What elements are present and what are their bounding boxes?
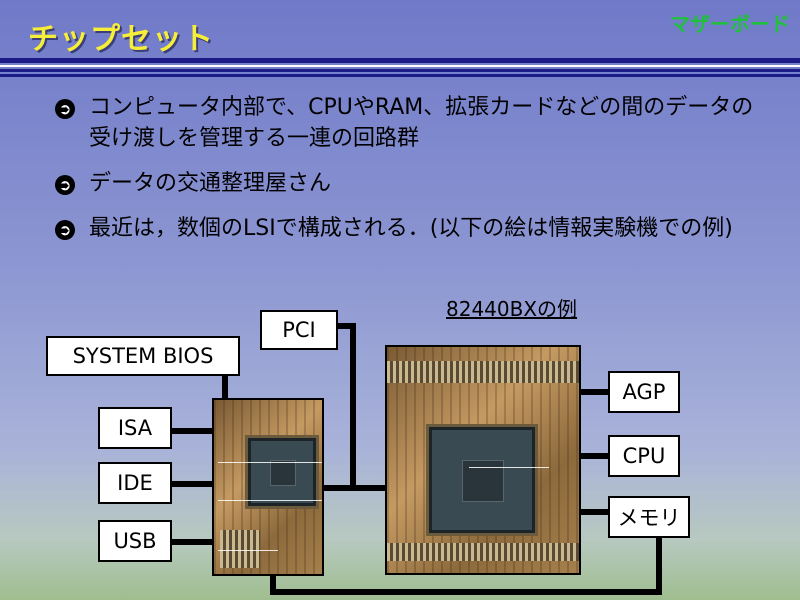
bottom-bus-line — [270, 589, 662, 595]
agp-connector — [580, 389, 612, 395]
pci-connector — [336, 323, 356, 329]
chip-core — [429, 427, 535, 533]
bullet-item: ➲ コンピュータ内部で、CPUやRAM、拡張カードなどの間のデータの受け渡しを管… — [55, 92, 775, 154]
chip-pins — [387, 543, 579, 561]
bridge-connector — [320, 485, 390, 491]
pci-box: PCI — [260, 310, 338, 350]
bullet-text: コンピュータ内部で、CPUやRAM、拡張カードなどの間のデータの受け渡しを管理す… — [89, 95, 754, 151]
memory-bus-drop — [656, 538, 662, 595]
southbridge-chip-image — [212, 398, 324, 576]
bios-connector — [222, 374, 228, 400]
highlight-line — [218, 500, 322, 501]
arrow-bullet-icon: ➲ — [55, 99, 75, 119]
northbridge-chip-image — [385, 345, 581, 575]
cpu-box: CPU — [608, 435, 680, 477]
bullet-item: ➲ データの交通整理屋さん — [55, 168, 775, 199]
pci-bus-line — [350, 323, 356, 491]
ide-box: IDE — [98, 462, 172, 504]
usb-box: USB — [98, 520, 172, 562]
rule-line — [0, 58, 800, 63]
rule-line — [0, 65, 800, 67]
highlight-line — [218, 462, 322, 463]
bullet-text: データの交通整理屋さん — [89, 171, 332, 196]
chip-pins — [387, 361, 579, 383]
cpu-connector — [580, 453, 612, 459]
slide-title: チップセット — [28, 22, 214, 57]
arrow-bullet-icon: ➲ — [55, 175, 75, 195]
example-label: 82440BXの例 — [446, 297, 578, 321]
memory-box: メモリ — [608, 496, 690, 538]
bullet-list: ➲ コンピュータ内部で、CPUやRAM、拡張カードなどの間のデータの受け渡しを管… — [55, 92, 775, 258]
highlight-line — [218, 550, 278, 551]
corner-label: マザーボード — [670, 12, 790, 36]
usb-connector — [170, 539, 215, 545]
agp-box: AGP — [608, 371, 680, 413]
bullet-item: ➲ 最近は，数個のLSIで構成される．(以下の絵は情報実験機での例) — [55, 213, 775, 244]
rule-line — [0, 69, 800, 72]
bullet-text: 最近は，数個のLSIで構成される．(以下の絵は情報実験機での例) — [89, 216, 733, 241]
isa-connector — [170, 428, 215, 434]
chip-pins — [220, 530, 260, 568]
rule-line — [0, 74, 800, 77]
bottom-bus-drop — [270, 575, 276, 593]
memory-connector — [580, 509, 612, 515]
isa-box: ISA — [98, 407, 172, 449]
title-rules — [0, 58, 800, 79]
system-bios-box: SYSTEM BIOS — [46, 336, 240, 376]
arrow-bullet-icon: ➲ — [55, 220, 75, 240]
highlight-line — [469, 467, 549, 468]
chip-core — [248, 438, 316, 506]
ide-connector — [170, 481, 215, 487]
